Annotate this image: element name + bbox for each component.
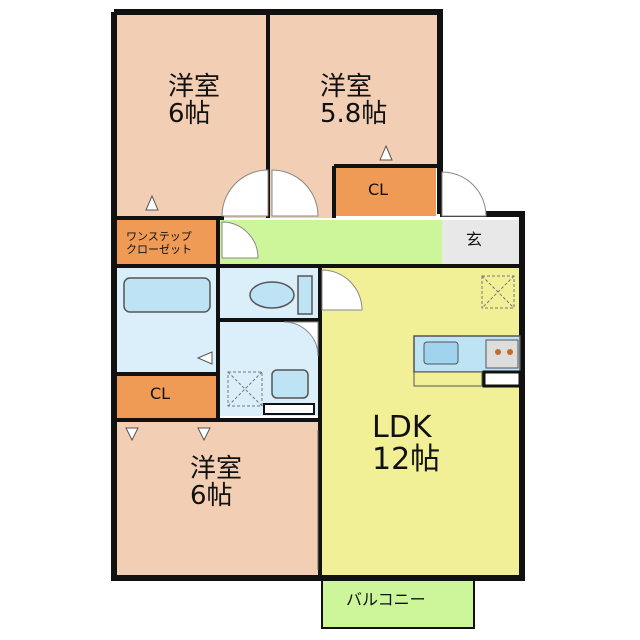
- ne-bedroom-label: 洋室 5.8帖: [320, 72, 388, 130]
- kitchen-counter: [413, 335, 522, 388]
- laundry-shelf: [263, 403, 315, 415]
- closet-west-label: CL: [150, 384, 171, 403]
- one-step-closet: [116, 220, 216, 264]
- balcony-label: バルコニー: [346, 590, 426, 609]
- sw-bedroom: [116, 420, 320, 576]
- door-swings: [221, 169, 487, 357]
- ldk-room: [322, 268, 520, 576]
- balcony: [322, 578, 474, 628]
- closet-west: [116, 374, 218, 420]
- entrance-label: 玄: [466, 230, 483, 249]
- one-step-closet-label: ワンステップ クローゼット: [126, 230, 192, 257]
- laundry: [220, 320, 318, 416]
- ne-bedroom: [270, 12, 438, 166]
- balcony-rail: [321, 577, 475, 629]
- washer-spot: [227, 371, 263, 407]
- washroom: [116, 318, 218, 374]
- entrance: [442, 220, 520, 264]
- closet-arrows: [125, 144, 393, 442]
- washbasin: [271, 369, 309, 399]
- outer-walls: [111, 9, 525, 581]
- closet-north: [336, 168, 436, 216]
- fridge-spot: [481, 275, 515, 309]
- sw-bedroom-label: 洋室 6帖: [190, 454, 243, 512]
- toilet-fixture: [249, 275, 313, 315]
- bathtub: [123, 277, 211, 313]
- ldk-label: LDK 12帖: [372, 410, 441, 477]
- nw-bedroom-label: 洋室 6帖: [168, 72, 221, 130]
- closet-north-label: CL: [368, 180, 389, 199]
